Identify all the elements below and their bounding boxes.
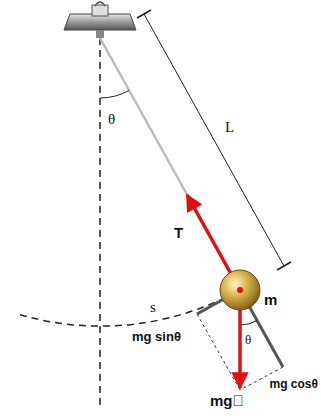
pivot-lock [92, 5, 108, 16]
length-dimension [144, 14, 284, 266]
angle-arc [240, 321, 257, 325]
figure-label: L [225, 120, 234, 135]
figure-label: mg sinθ [132, 330, 181, 343]
figure-label: m [264, 292, 277, 307]
figure-label: θ [245, 333, 251, 346]
string [100, 38, 240, 290]
swing-arc [20, 290, 240, 326]
figure-label: T [174, 225, 183, 240]
pivot [96, 30, 104, 38]
pendulum-bob [220, 270, 260, 310]
component-guide [197, 314, 240, 390]
figure-label: θ [108, 112, 115, 127]
dimension-tick [137, 10, 151, 18]
angle-arc [100, 91, 129, 99]
dimension-tick [277, 262, 291, 270]
bob-center [237, 287, 243, 293]
figure-label: s [150, 300, 156, 315]
figure-label: mg cosθ [270, 378, 319, 390]
figure-label: mg⃗ [210, 393, 244, 408]
vertical-reference [99, 38, 101, 405]
pivot-lock [95, 2, 105, 6]
